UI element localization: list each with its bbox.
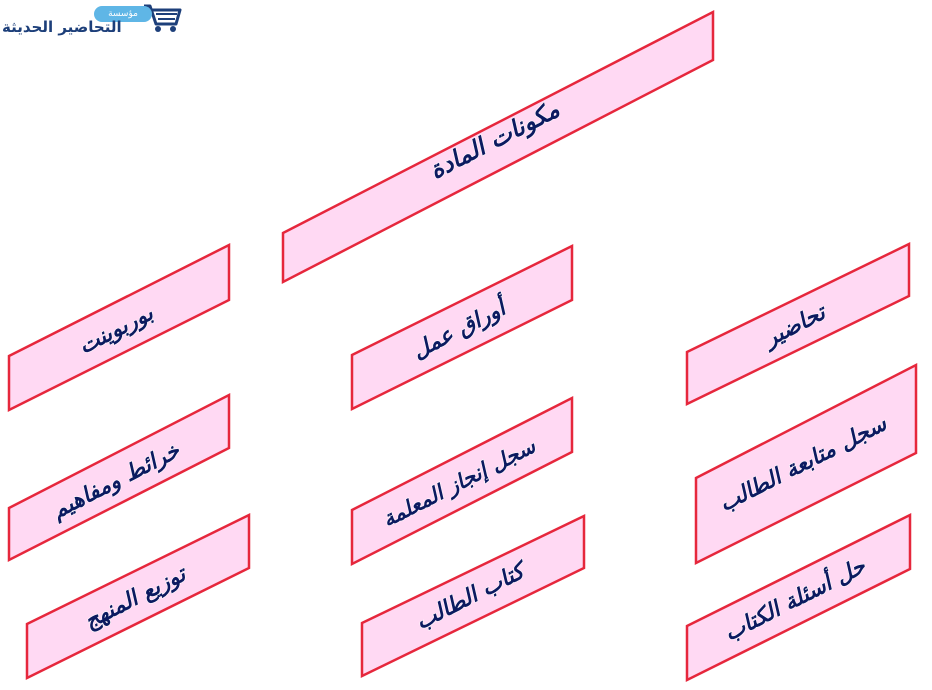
diagram-box-lesson-plans: تحاضير [685,242,911,406]
cart-icon [144,4,182,32]
logo-text: التحاضير الحديثة [2,18,122,36]
diagram-box-worksheets: أوراق عمل [350,243,574,412]
brand-logo: مؤسسة التحاضير الحديثة [0,0,185,42]
diagram-box-powerpoint: بوربوينت [7,242,231,413]
diagram-box-curriculum-plan: توزيع المنهج [25,512,251,681]
diagram-box-mind-maps: خرائط ومفاهيم [7,392,231,563]
root-box: مكونات المادة [281,9,715,285]
logo-badge: مؤسسة [94,6,152,22]
